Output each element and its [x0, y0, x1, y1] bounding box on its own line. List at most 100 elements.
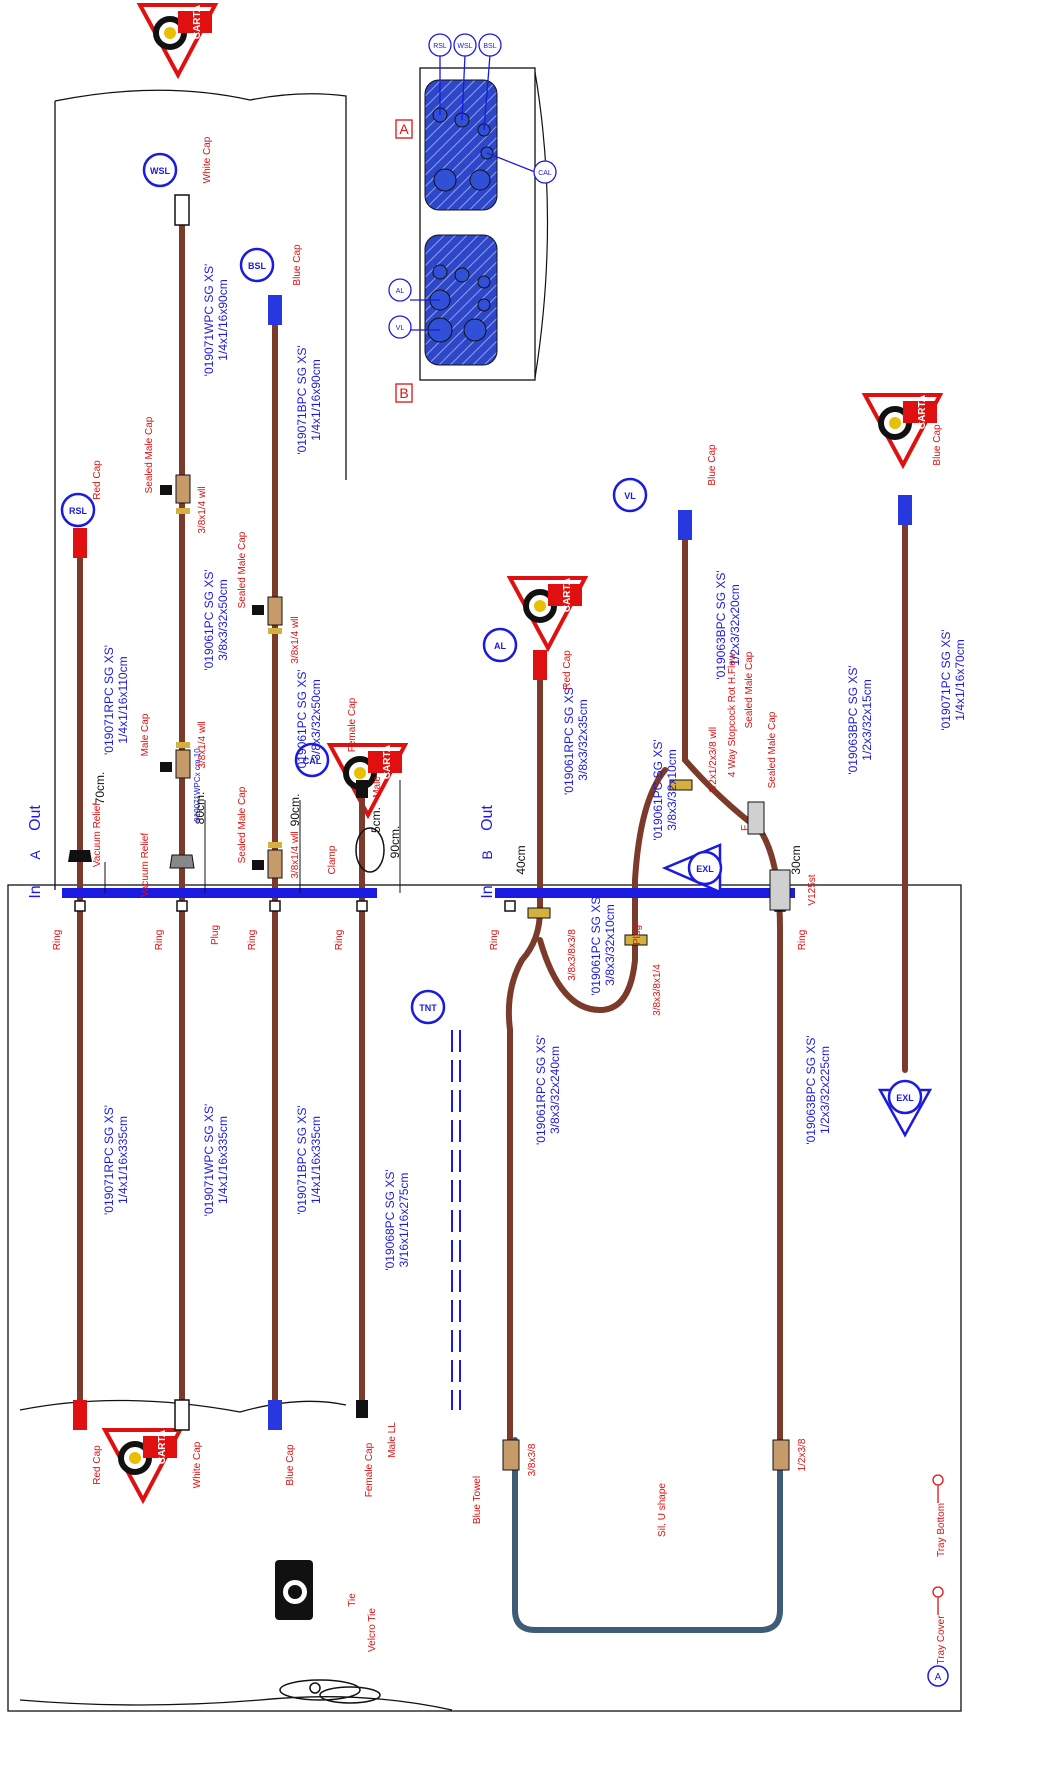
diagram-label: Sealed Male Cap: [237, 531, 248, 608]
in-out-a: In A Out: [27, 805, 44, 899]
diagram-label: 1/2x3/32x225cm: [818, 1046, 832, 1134]
diagram-label: Blue Cap: [707, 444, 718, 486]
carta-logo: CARTA: [101, 1428, 184, 1505]
blue-cap: [268, 295, 282, 325]
diagram-label: B: [479, 850, 495, 859]
tag-al: AL: [482, 627, 518, 663]
diagram-label: 40cm: [514, 845, 528, 874]
diagram-label: Male LL: [372, 762, 383, 798]
diagram-label: 1/4x1/16x90cm: [309, 359, 323, 440]
diagram-label: '019071RPC SG XS': [102, 1105, 116, 1215]
white-cap: [174, 194, 190, 226]
overview-tag-cal: CAL: [486, 152, 557, 184]
diagram-label: '019061PC SG XS': [589, 894, 603, 995]
diagram-label: 70cm.: [93, 772, 107, 805]
carta-logo: CARTA: [136, 3, 219, 80]
tag-exl: EXL: [661, 843, 723, 894]
diagram-label: WSL: [150, 166, 170, 176]
diagram-label: VL: [396, 325, 405, 332]
blue-cap: [898, 495, 912, 525]
diagram-label: Sealed Male Cap: [744, 651, 755, 728]
legend-note-circle: A: [935, 1672, 942, 1683]
diagram-label: RSL: [69, 506, 88, 516]
diagram-label: 1/4x1/16x335cm: [116, 1116, 130, 1204]
diagram-label: 1/4x1/16x110cm: [116, 656, 130, 743]
tubing: [77, 202, 908, 1633]
diagram-label: 1/2x3/8: [797, 1438, 808, 1471]
diagram-label: 1/4x1/16x70cm: [953, 639, 967, 720]
diagram-label: 3/8x1/4 wll: [290, 616, 301, 663]
tie-coil: [279, 1679, 381, 1704]
diagram-label: '019071RPC SG XS': [102, 645, 116, 755]
dimensions: 70cm. 80cm. 90cm. 90cm. 5cm. 40cm 30cm: [93, 772, 803, 893]
diagram-label: White Cap: [202, 136, 213, 183]
diagram-label: 5cm.: [369, 807, 383, 833]
diagram-label: 3/8x3/32x240cm: [548, 1046, 562, 1134]
blue-cap: [678, 510, 692, 540]
lower-tray-outline: [7, 884, 962, 1712]
diagram-label: 3/8x3/32x10cm: [665, 749, 679, 830]
diagram-label: Male LL: [387, 1422, 398, 1458]
callout-labels: Red Cap White Cap Blue Cap Sealed Male C…: [52, 136, 943, 1652]
red-cap: [73, 528, 87, 558]
diagram-label: Red Cap: [562, 650, 573, 690]
diagram-label: 3/8x3/32x10cm: [603, 904, 617, 985]
diagram-label: EXL: [896, 1093, 914, 1103]
diagram-label: '019071WPC SG XS': [202, 264, 216, 377]
diagram-label: Blue Cap: [292, 244, 303, 286]
diagram-label: 3/8x3/8x1/4: [652, 964, 663, 1016]
tag-exl: EXL: [877, 1079, 933, 1138]
diagram-label: Sealed Male Cap: [237, 786, 248, 863]
section-a-label: A: [399, 121, 409, 137]
tray-outlines: [7, 89, 962, 1712]
diagram-label: Out: [479, 805, 496, 831]
diagram-label: Sil. U shape: [657, 1483, 668, 1537]
tag-tnt: TNT: [410, 989, 461, 1410]
diagram-label: RSL: [433, 43, 447, 50]
logo-text: CARTA: [562, 578, 573, 612]
legend: Tray Cover Tray Bottom A: [927, 1474, 949, 1687]
stopcock-valve: [747, 801, 765, 835]
section-b-label: B: [399, 385, 408, 401]
red-cap: [533, 650, 547, 680]
diagram-label: Male Cap: [140, 713, 151, 756]
female-cap: [356, 1400, 368, 1418]
tag-wsl: WSL: [142, 152, 178, 188]
rings: [74, 900, 786, 912]
carta-logo: CARTA: [326, 743, 409, 820]
diagram-label: 1/2x3/32x20cm: [728, 584, 742, 665]
diagram-label: White Cap: [192, 1441, 203, 1488]
upper-tray-outline: [54, 89, 347, 480]
diagram-label: Ring: [247, 930, 258, 951]
female-cap: [356, 780, 368, 798]
diagram-label: 1/4x1/16x335cm: [216, 1116, 230, 1204]
diagram-label: '019061PC SG XS': [295, 669, 309, 770]
diagram-label: Clamp: [327, 845, 338, 874]
plug-bar-b: [495, 888, 795, 898]
caps: [73, 194, 912, 1431]
blue-cap: [268, 1400, 282, 1430]
diagram-label: VL: [624, 491, 636, 501]
diagram-label: '019061RPC SG XS': [534, 1035, 548, 1145]
in-out-b: In B Out: [479, 805, 496, 899]
diagram-label: Female Cap: [364, 1442, 375, 1497]
small-part-code: 019071WPCx cm 10: [193, 748, 202, 822]
diagram-label: 1/2x1/2x3/8 wll: [708, 727, 719, 793]
legend-tray-cover: Tray Cover: [936, 1615, 947, 1665]
legend-tray-bottom: Tray Bottom: [936, 1503, 947, 1557]
diagram-label: AL: [396, 288, 405, 295]
diagram-label: Ring: [489, 930, 500, 951]
logo-text: CARTA: [157, 1430, 168, 1464]
logo-text: CARTA: [382, 745, 393, 779]
diagram-label: CAL: [303, 756, 322, 766]
diagram-label: '019071PC SG XS': [939, 629, 953, 730]
diagram-label: '019063BPC SG XS': [846, 665, 860, 774]
diagram-label: Sealed Male Cap: [767, 711, 778, 788]
diagram-label: CAL: [538, 170, 552, 177]
diagram-label: Sealed Male Cap: [144, 416, 155, 493]
diagram-label: '019063BPC SG XS': [714, 570, 728, 679]
diagram-label: TNT: [419, 1003, 437, 1013]
diagram-label: 1/2x3/32x15cm: [860, 679, 874, 760]
diagram-label: Tie: [347, 1593, 358, 1607]
fittings: [68, 474, 791, 1471]
